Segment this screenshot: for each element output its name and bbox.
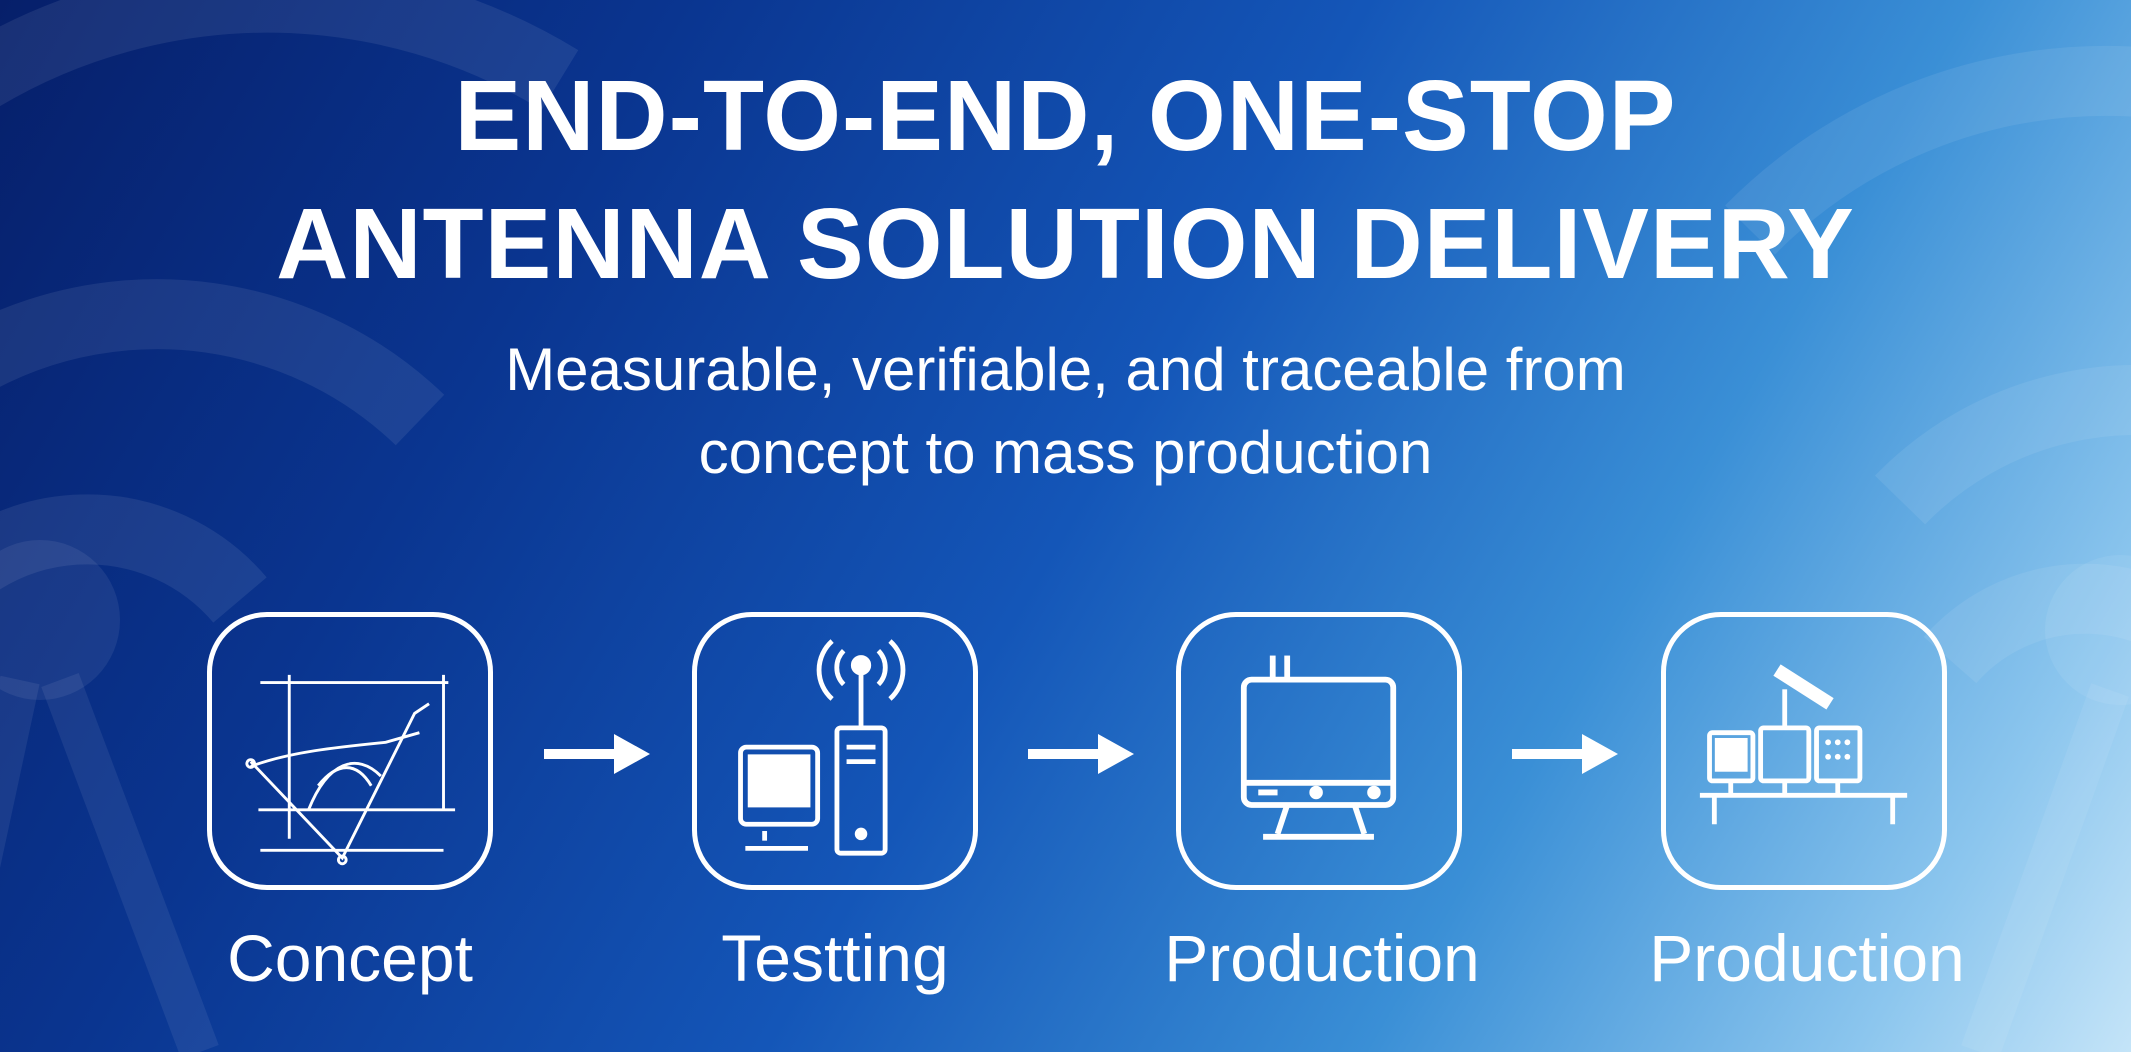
step-label: Production [1649,921,1965,995]
headline-line-2: ANTENNA SOLUTION DELIVERY [276,188,1855,300]
chart-sketch-icon [245,674,456,866]
subtitle-line-1: Measurable, verifiable, and traceable fr… [505,336,1626,403]
step-production-card [1176,612,1462,890]
step-label: Production [1164,921,1480,995]
step-label: Concept [227,921,473,995]
arrow-right-icon [1512,734,1618,774]
step-testing-card [692,612,978,890]
subtitle-line-2: concept to mass production [698,419,1433,486]
step-label: Testting [721,921,949,995]
monitor-device-icon [1240,655,1397,840]
assembly-line-icon [1699,664,1908,825]
step-concept-card [207,612,493,890]
computer-antenna-icon [738,639,906,856]
step-production-2-card [1661,612,1947,890]
headline-line-1: END-TO-END, ONE-STOP [454,60,1677,172]
arrow-right-icon [544,734,650,774]
arrow-right-icon [1028,734,1134,774]
